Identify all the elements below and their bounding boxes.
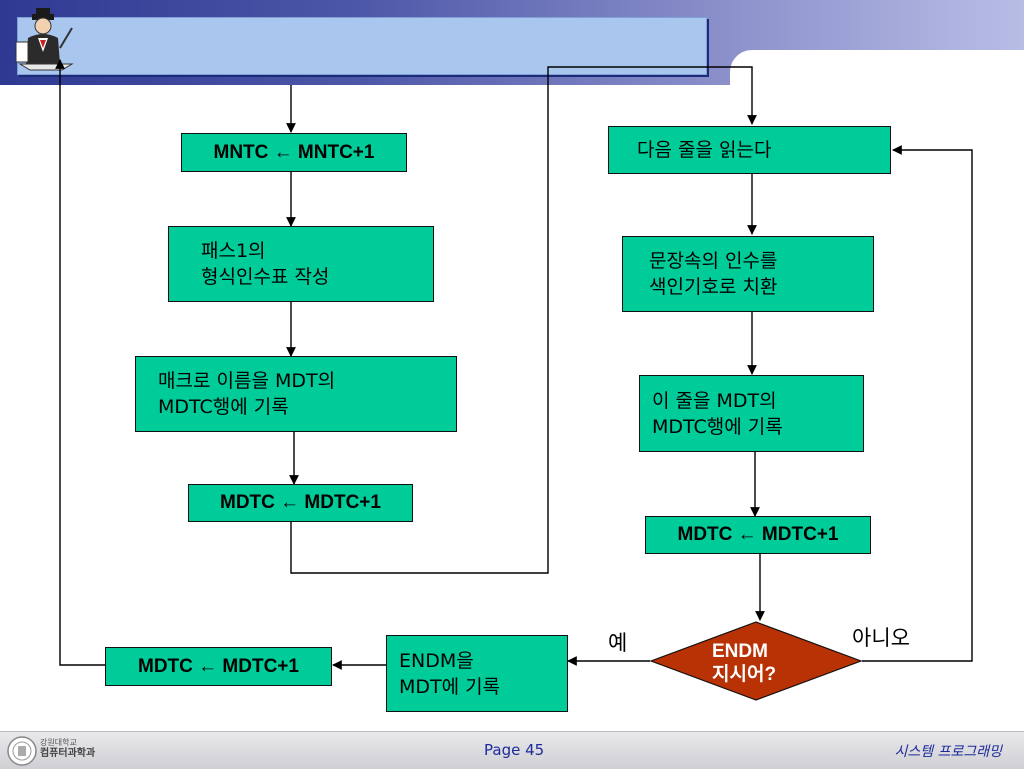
decision-diamond	[650, 621, 862, 701]
footer-department: 컴퓨터과학과	[40, 748, 96, 759]
box-mdtc-increment-left: MDTC ← MDTC+1	[188, 484, 413, 522]
box-record-line-1: 이 줄을 MDT의	[652, 389, 777, 412]
arrow-mdtc-to-read	[290, 66, 757, 574]
branch-no-label: 아니오	[852, 626, 910, 650]
decision-text: ENDM 지시어?	[712, 640, 776, 686]
box-record-macro-line-1: 매크로 이름을 MDT의	[158, 370, 336, 392]
footer-school: 강원대학교 컴퓨터과학과	[40, 737, 95, 759]
footer-bar: 강원대학교 컴퓨터과학과 Page 45 시스템 프로그래밍	[0, 731, 1024, 769]
arrow-exit-up	[55, 59, 105, 666]
decision-line-2: 지시어?	[712, 664, 777, 685]
box-pass1-line-2: 형식인수표 작성	[201, 266, 330, 288]
university-seal-icon	[7, 736, 37, 766]
box-record-macro-line-2: MDTC행에 기록	[158, 396, 289, 418]
box-replace-arguments: 문장속의 인수를 색인기호로 치환	[622, 236, 874, 312]
box-record-line-2: MDTC행에 기록	[652, 415, 783, 438]
box-mdtc-increment-bottom: MDTC ← MDTC+1	[105, 647, 332, 686]
box-pass1-line-1: 패스1의	[201, 240, 266, 262]
arrow-no-loop-back	[862, 145, 973, 662]
box-read-next-line: 다음 줄을 읽는다	[608, 126, 891, 174]
box-record-endm: ENDM을 MDT에 기록	[386, 635, 568, 712]
box-pass1-table: 패스1의 형식인수표 작성	[168, 226, 434, 302]
box-replace-line-2: 색인기호로 치환	[649, 276, 778, 298]
page-number: Page 45	[484, 741, 545, 759]
box-replace-line-1: 문장속의 인수를	[649, 250, 778, 272]
box-record-macro-name: 매크로 이름을 MDT의 MDTC행에 기록	[135, 356, 457, 432]
box-record-endm-line-2: MDT에 기록	[399, 675, 501, 698]
presenter-clipart-icon	[15, 8, 74, 71]
decision-line-1: ENDM	[712, 641, 768, 662]
footer-school-name: 강원대학교	[40, 738, 77, 747]
header-corner	[730, 50, 1024, 90]
course-title: 시스템 프로그래밍	[894, 744, 1003, 760]
branch-yes-label: 예	[608, 631, 628, 655]
box-record-endm-line-1: ENDM을	[399, 649, 474, 672]
box-mdtc-increment-right: MDTC ← MDTC+1	[645, 516, 871, 554]
box-mntc-increment: MNTC ← MNTC+1	[181, 133, 407, 172]
box-record-line: 이 줄을 MDT의 MDTC행에 기록	[639, 375, 864, 452]
title-bar	[17, 17, 707, 75]
